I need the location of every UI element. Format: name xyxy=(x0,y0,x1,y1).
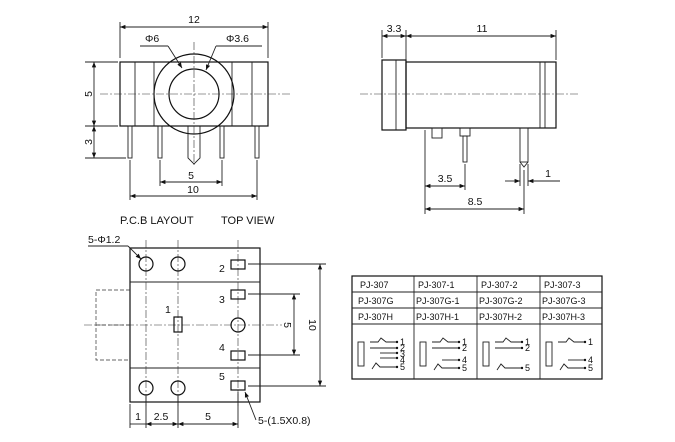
dim-body-length: 11 xyxy=(477,23,488,35)
dim-bottom-2-5: 2.5 xyxy=(154,411,169,423)
schematic-pin: 2 xyxy=(400,343,405,353)
front-pin xyxy=(127,125,133,159)
pcb-round-hole xyxy=(230,317,246,333)
side-pin-base xyxy=(431,127,443,139)
table-cell: PJ-307H-2 xyxy=(479,312,522,322)
table-cell: PJ-307-3 xyxy=(544,280,581,290)
round-hole-label: 5-Φ1.2 xyxy=(88,234,120,246)
pad-number-5: 5 xyxy=(219,371,225,383)
dim-pin-pos-a: 3.5 xyxy=(438,173,453,185)
pcb-slot-pad-4 xyxy=(230,350,246,361)
dim-outer-dia: Φ6 xyxy=(145,33,159,45)
side-view: 3.3 11 3.5 8.5 1 xyxy=(360,23,580,214)
dim-pcb-10: 10 xyxy=(306,319,318,331)
table-cell: PJ-307G xyxy=(358,296,394,306)
pad-number-4: 4 xyxy=(219,342,225,354)
pcb-slot-pad-2 xyxy=(230,259,246,270)
table-cell: PJ-307G-3 xyxy=(542,296,586,306)
schematic-pin: 3 xyxy=(400,349,405,359)
side-pin xyxy=(462,135,468,163)
pcb-round-hole xyxy=(138,256,154,272)
dim-pin-height-3: 3 xyxy=(83,139,95,145)
dim-bottom-5: 5 xyxy=(205,411,211,423)
schematic-pin: 1 xyxy=(588,337,593,347)
side-pin-base xyxy=(459,127,471,137)
schematic-pin: 1 xyxy=(462,337,467,347)
front-center-pin xyxy=(187,126,201,165)
dim-bottom-1: 1 xyxy=(135,411,141,423)
slot-label: 5-(1.5X0.8) xyxy=(258,415,311,427)
table-cell: PJ-307-1 xyxy=(418,280,455,290)
schematic-pin: 1 xyxy=(400,337,405,347)
schematic-pin: 5 xyxy=(525,363,530,373)
dim-height-5: 5 xyxy=(83,91,95,97)
pcb-round-hole xyxy=(138,380,154,396)
dim-pin-spacing-5: 5 xyxy=(188,170,194,182)
schematic-4: 1 4 5 xyxy=(545,337,593,373)
schematic-pin: 4 xyxy=(588,355,593,365)
schematic-2: 1 2 4 5 xyxy=(419,337,467,373)
pcb-slot-pad-1 xyxy=(173,316,183,333)
side-front-flange xyxy=(381,59,407,131)
dim-pcb-5: 5 xyxy=(281,322,293,328)
dim-width-12: 12 xyxy=(188,14,200,26)
pcb-title-right: TOP VIEW xyxy=(221,215,275,227)
schematic-pin: 4 xyxy=(400,355,405,365)
table-cell: PJ-307G-1 xyxy=(416,296,460,306)
model-table: PJ-307 PJ-307-1 PJ-307-2 PJ-307-3 PJ-307… xyxy=(351,275,603,380)
schematic-pin: 5 xyxy=(588,363,593,373)
dim-front-depth: 3.3 xyxy=(387,23,402,35)
table-cell: PJ-307G-2 xyxy=(479,296,523,306)
dim-pin-pos-b: 8.5 xyxy=(468,196,483,208)
side-pin-rear xyxy=(519,127,529,163)
front-pin xyxy=(254,125,260,159)
pcb-layout-view: P.C.B LAYOUT TOP VIEW 1 2 3 4 5 xyxy=(84,215,326,428)
pad-number-1: 1 xyxy=(165,304,171,316)
table-cell: PJ-307H xyxy=(358,312,393,322)
schematic-1: 1 2 3 4 5 xyxy=(357,337,405,372)
pcb-round-hole xyxy=(170,256,186,272)
table-cell: PJ-307H-3 xyxy=(542,312,585,322)
schematic-pin: 5 xyxy=(400,362,405,372)
pcb-slot-pad-5 xyxy=(230,380,246,391)
schematic-3: 1 2 5 xyxy=(482,337,530,373)
dim-pin-outer-10: 10 xyxy=(187,184,199,196)
table-cell: PJ-307 xyxy=(360,280,389,290)
schematic-pin: 2 xyxy=(525,343,530,353)
side-body xyxy=(405,61,557,129)
schematic-pin: 2 xyxy=(462,343,467,353)
front-pin xyxy=(219,125,225,159)
dim-pin-width: 1 xyxy=(545,168,551,180)
front-pin xyxy=(157,125,163,159)
pcb-slot-pad-3 xyxy=(230,289,246,300)
table-cell: PJ-307H-1 xyxy=(416,312,459,322)
schematic-pin: 1 xyxy=(525,337,530,347)
schematic-pin: 4 xyxy=(462,355,467,365)
pcb-title-left: P.C.B LAYOUT xyxy=(120,215,194,227)
front-view: 12 Φ6 Φ3.6 5 3 5 10 xyxy=(83,14,290,200)
table-cell: PJ-307-2 xyxy=(481,280,518,290)
pcb-round-hole xyxy=(170,380,186,396)
dim-inner-dia: Φ3.6 xyxy=(226,33,249,45)
schematic-pin: 5 xyxy=(462,363,467,373)
pad-number-2: 2 xyxy=(219,263,225,275)
pad-number-3: 3 xyxy=(219,294,225,306)
